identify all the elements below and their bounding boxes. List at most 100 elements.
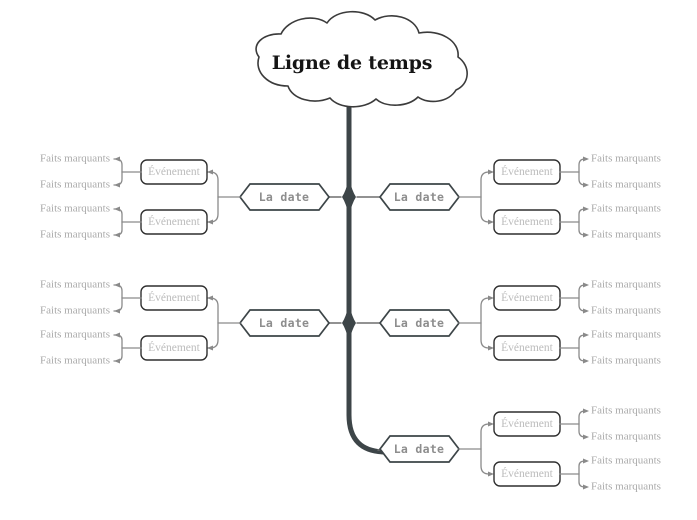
fact-link-3b1 [113, 334, 123, 349]
date-hexagon-3 [238, 309, 331, 337]
date-node-3[interactable]: La date [238, 309, 331, 337]
cloud-shape [255, 10, 468, 108]
arrow-event-5a [488, 421, 494, 427]
event-link-1a [206, 171, 219, 198]
arrow-fact-1a1 [114, 156, 120, 162]
arrow-fact-5a2 [583, 434, 589, 440]
fact-link-1a1 [113, 158, 123, 173]
fact-label-4b1: Faits marquants [591, 329, 661, 341]
date-hexagon-1 [238, 183, 331, 211]
fact-link-1a2 [113, 171, 123, 186]
fact-label-3b1: Faits marquants [40, 329, 110, 341]
arrow-fact-3b2 [114, 358, 120, 364]
fact-label-2b2: Faits marquants [591, 229, 661, 241]
fact-link-1b1 [113, 208, 123, 223]
fact-label-2b1: Faits marquants [591, 203, 661, 215]
fact-label-1a1: Faits marquants [40, 153, 110, 165]
fact-label-2a2: Faits marquants [591, 179, 661, 191]
arrow-fact-4a1 [583, 282, 589, 288]
arrow-event-4a [488, 295, 494, 301]
event-node-2b[interactable]: Événement [493, 209, 561, 235]
fact-label-2a1: Faits marquants [591, 153, 661, 165]
arrow-fact-2a2 [583, 182, 589, 188]
arrow-fact-5b2 [583, 484, 589, 490]
event-label-1b: Événement [148, 214, 201, 228]
fact-label-3b2: Faits marquants [40, 355, 110, 367]
event-link-4a [480, 297, 493, 324]
arrow-fact-2b2 [583, 232, 589, 238]
arrow-event-5b [488, 471, 494, 477]
event-node-5b[interactable]: Événement [493, 461, 561, 487]
event-node-3a[interactable]: Événement [140, 285, 208, 311]
fact-label-4b2: Faits marquants [591, 355, 661, 367]
event-label-2a: Événement [501, 164, 554, 178]
arrow-fact-1b1 [114, 206, 120, 212]
fact-label-5a2: Faits marquants [591, 431, 661, 443]
fact-label-5b2: Faits marquants [591, 481, 661, 493]
event-label-4b: Événement [501, 340, 554, 354]
arrow-event-3b [207, 345, 213, 351]
event-node-2a[interactable]: Événement [493, 159, 561, 185]
fact-label-1b1: Faits marquants [40, 203, 110, 215]
fact-label-1b2: Faits marquants [40, 229, 110, 241]
event-link-1b [206, 196, 219, 223]
fact-link-3a1 [113, 284, 123, 299]
event-label-2b: Événement [501, 214, 554, 228]
fact-label-4a2: Faits marquants [591, 305, 661, 317]
arrow-fact-4b1 [583, 332, 589, 338]
event-label-4a: Événement [501, 290, 554, 304]
date-label-5: La date [394, 442, 445, 456]
arrow-fact-1b2 [114, 232, 120, 238]
branch-right-1: La date Événement Faits marquants Faits … [356, 153, 661, 241]
date-node-4[interactable]: La date [378, 309, 461, 337]
event-label-5b: Événement [501, 466, 554, 480]
fact-label-3a1: Faits marquants [40, 279, 110, 291]
event-link-2a [480, 171, 493, 198]
arrow-event-3a [207, 295, 213, 301]
fact-label-5a1: Faits marquants [591, 405, 661, 417]
event-label-5a: Événement [501, 416, 554, 430]
event-link-4b [480, 322, 493, 349]
fact-label-3a2: Faits marquants [40, 305, 110, 317]
arrow-event-1a [207, 169, 213, 175]
arrow-fact-5b1 [583, 458, 589, 464]
event-link-2b [480, 196, 493, 223]
date-node-1[interactable]: La date [238, 183, 331, 211]
branch-left-2: La date Événement Faits marquants Faits … [40, 279, 342, 367]
fact-link-3a2 [113, 297, 123, 312]
event-label-1a: Événement [148, 164, 201, 178]
arrow-fact-3b1 [114, 332, 120, 338]
date-label-3: La date [259, 316, 310, 330]
event-link-5a [480, 423, 493, 450]
trunk-line [346, 93, 389, 455]
fact-link-3b2 [113, 347, 123, 362]
event-label-3a: Événement [148, 290, 201, 304]
branch-right-2: La date Événement Faits marquants Faits … [356, 279, 661, 367]
trunk-flare-2 [342, 304, 356, 342]
event-label-3b: Événement [148, 340, 201, 354]
date-node-5[interactable]: La date [378, 435, 461, 463]
date-label-4: La date [394, 316, 445, 330]
event-node-3b[interactable]: Événement [140, 335, 208, 361]
root-label: Ligne de temps [272, 52, 433, 74]
event-node-1b[interactable]: Événement [140, 209, 208, 235]
event-link-5b [480, 448, 493, 475]
event-node-1a[interactable]: Événement [140, 159, 208, 185]
arrow-fact-3a2 [114, 308, 120, 314]
arrow-fact-5a1 [583, 408, 589, 414]
fact-label-4a1: Faits marquants [591, 279, 661, 291]
event-node-4a[interactable]: Événement [493, 285, 561, 311]
root-node[interactable]: Ligne de temps [255, 10, 468, 108]
arrow-event-4b [488, 345, 494, 351]
date-node-2[interactable]: La date [378, 183, 461, 211]
arrow-fact-3a1 [114, 282, 120, 288]
event-node-4b[interactable]: Événement [493, 335, 561, 361]
date-label-1: La date [259, 190, 310, 204]
event-link-3a [206, 297, 219, 324]
arrow-event-1b [207, 219, 213, 225]
arrow-fact-1a2 [114, 182, 120, 188]
event-node-5a[interactable]: Événement [493, 411, 561, 437]
fact-label-1a2: Faits marquants [40, 179, 110, 191]
